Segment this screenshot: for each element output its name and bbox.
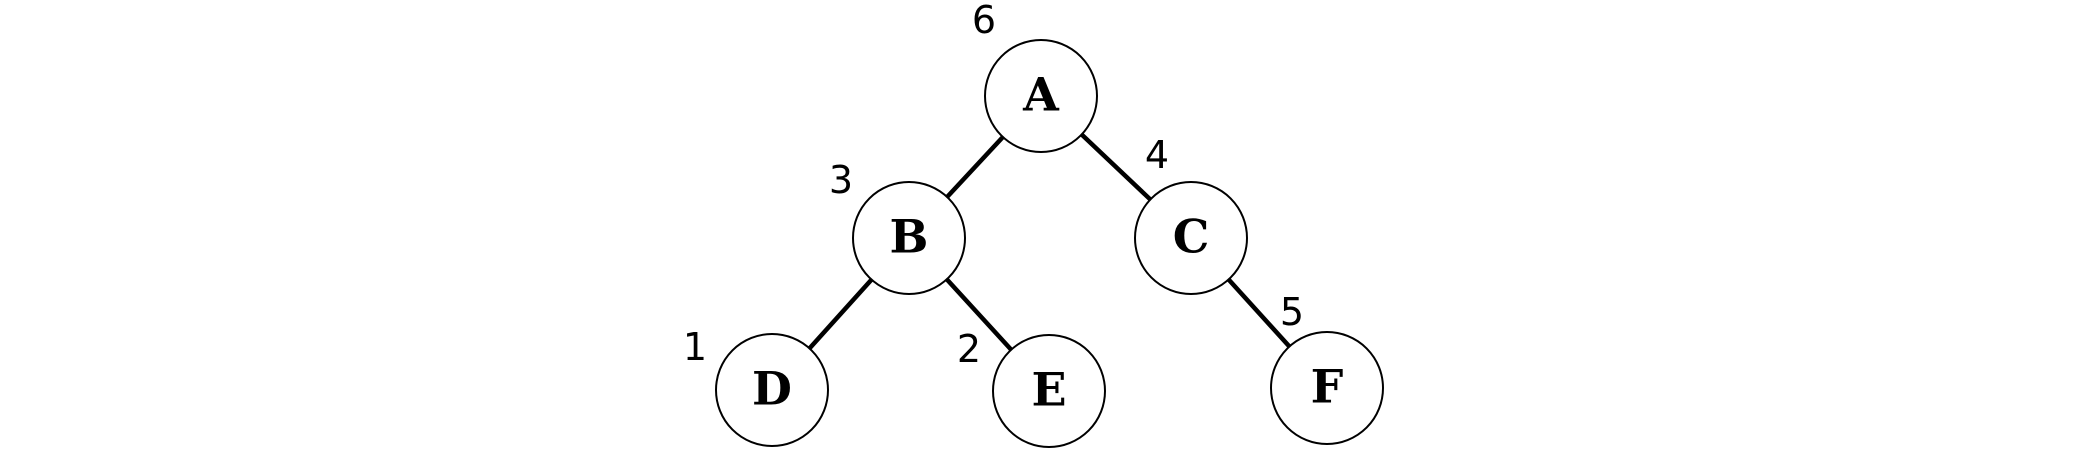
node-circle-A [984, 39, 1098, 153]
node-order-label-E: 2 [957, 327, 981, 371]
node-circle-C [1134, 181, 1248, 295]
tree-node-A: A6 [972, 0, 1098, 153]
node-order-label-F: 5 [1280, 290, 1304, 334]
node-order-label-D: 1 [683, 325, 707, 369]
node-circle-D [715, 333, 829, 447]
node-letter-B: B [890, 210, 929, 264]
node-letter-F: F [1311, 360, 1344, 414]
tree-node-C: C4 [1134, 133, 1248, 295]
tree-node-D: D1 [683, 325, 829, 447]
node-order-label-C: 4 [1145, 133, 1169, 177]
node-circle-F [1270, 331, 1384, 445]
node-letter-C: C [1173, 210, 1210, 264]
tree-node-B: B3 [829, 158, 966, 295]
node-circle-E [992, 334, 1106, 448]
node-circle-B [852, 181, 966, 295]
node-letter-A: A [1022, 68, 1060, 122]
tree-node-E: E2 [957, 327, 1106, 448]
node-letter-D: D [752, 362, 792, 416]
node-order-label-A: 6 [972, 0, 996, 42]
node-letter-E: E [1031, 363, 1066, 417]
node-order-label-B: 3 [829, 158, 853, 202]
tree-node-F: F5 [1270, 290, 1384, 445]
